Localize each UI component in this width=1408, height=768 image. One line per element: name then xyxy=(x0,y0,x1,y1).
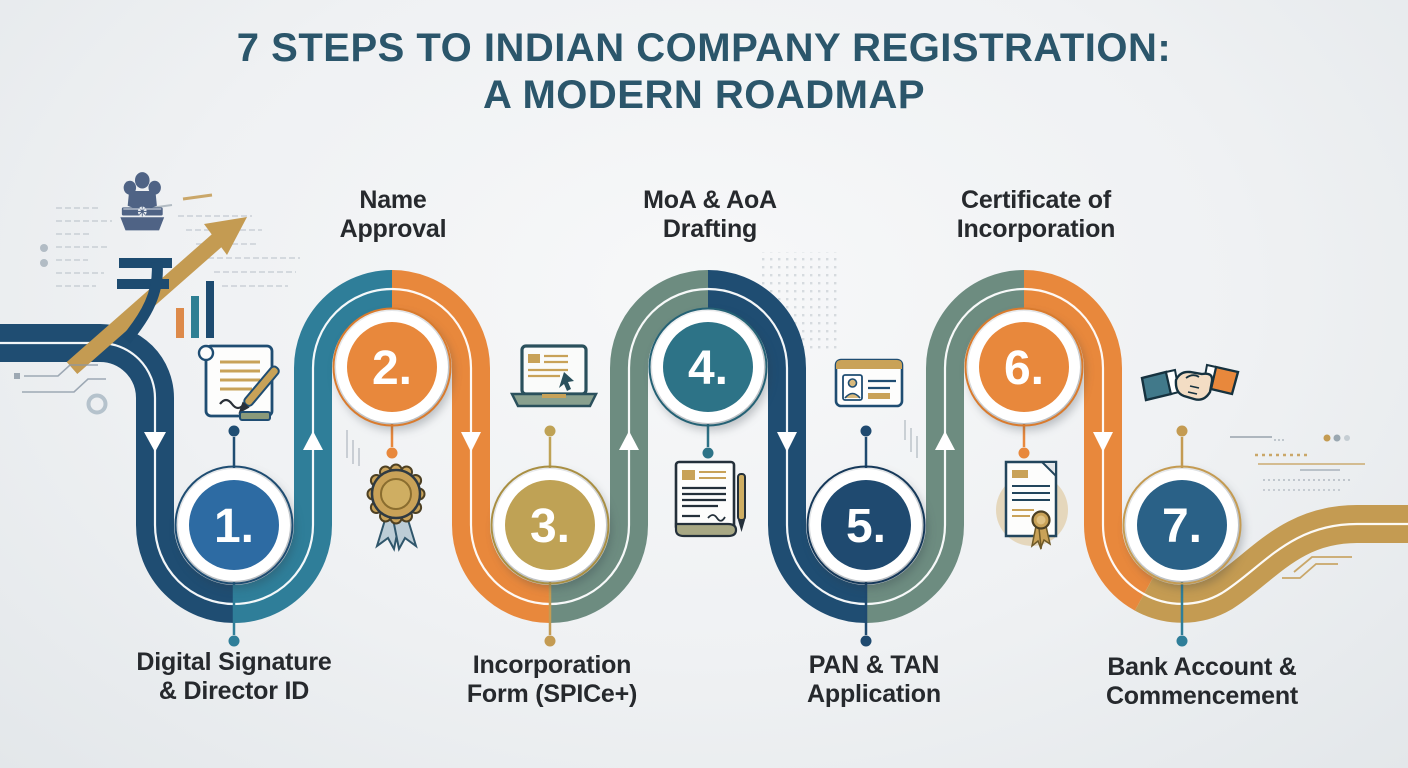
road-arrow-down-icon xyxy=(461,432,481,452)
step-circle-5: 5. xyxy=(806,465,926,585)
step-label-line: Incorporation xyxy=(956,215,1116,243)
road-arrows xyxy=(144,431,1113,452)
gold-dashes xyxy=(149,193,213,209)
step-label-line: Approval xyxy=(339,215,447,243)
road-arrow-up-icon xyxy=(935,431,955,450)
step-label-line: Certificate of xyxy=(960,186,1111,214)
scroll-pen-icon xyxy=(197,344,280,421)
scroll-pen-icon xyxy=(674,460,746,538)
step-label-1: Digital Signature & Director ID xyxy=(84,648,384,706)
step-number: 3. xyxy=(530,500,570,553)
circuit-lines xyxy=(14,364,106,393)
step-number: 1. xyxy=(214,500,254,553)
road-arrow-down-icon xyxy=(1093,432,1113,452)
step-circle-1: 1. xyxy=(174,465,294,585)
road-center-line xyxy=(0,287,1408,606)
laptop-icon xyxy=(509,344,599,408)
rupee-symbol-icon xyxy=(117,258,172,344)
step-label-line: Incorporation xyxy=(472,651,632,679)
certificate-seal-icon xyxy=(996,460,1068,550)
dots xyxy=(1323,434,1350,442)
bar-chart-icon xyxy=(176,281,214,338)
step-label-line: Bank Account & xyxy=(1107,653,1297,681)
dotted-lines xyxy=(1230,436,1365,491)
id-card-icon xyxy=(834,358,904,408)
title-line-1: 7 STEPS TO INDIAN COMPANY REGISTRATION: xyxy=(236,26,1172,70)
title-line-2: A MODERN ROADMAP xyxy=(482,73,926,118)
step-label-line: Commencement xyxy=(1105,682,1299,710)
step-label-line: Drafting xyxy=(662,215,758,243)
page-title: 7 STEPS TO INDIAN COMPANY REGISTRATION: … xyxy=(0,25,1408,119)
step-label-6: Certificate of Incorporation xyxy=(886,186,1186,244)
step-label-line: PAN & TAN xyxy=(808,651,940,679)
step-label-line: & Director ID xyxy=(158,677,310,705)
step-label-3: Incorporation Form (SPICe+) xyxy=(402,651,702,709)
step-circle-3: 3. xyxy=(490,465,610,585)
tick-decor xyxy=(346,420,918,466)
step-number: 6. xyxy=(1004,342,1044,395)
road-arrow-down-icon xyxy=(144,432,166,452)
step-label-line: MoA & AoA xyxy=(643,186,777,214)
step-label-line: Application xyxy=(807,680,941,708)
connectors xyxy=(228,424,1188,647)
road-arrow-up-icon xyxy=(619,431,639,450)
step-label-2: Name Approval xyxy=(273,186,513,244)
road-arrow-down-icon xyxy=(777,432,797,452)
circuit-lines xyxy=(1282,556,1352,579)
step-number: 7. xyxy=(1162,500,1202,553)
step-circle-7: 7. xyxy=(1122,465,1242,585)
step-circle-2: 2. xyxy=(332,307,452,427)
step-label-line: Form (SPICe+) xyxy=(466,680,638,708)
gray-dots xyxy=(40,244,48,267)
step-label-7: Bank Account & Commencement xyxy=(1052,653,1352,711)
handshake-icon xyxy=(1140,363,1240,402)
step-label-4: MoA & AoA Drafting xyxy=(590,186,830,244)
road-arrow-up-icon xyxy=(303,431,323,450)
step-label-line: Digital Signature xyxy=(136,648,332,676)
step-number: 2. xyxy=(372,342,412,395)
step-label-5: PAN & TAN Application xyxy=(724,651,1024,709)
step-number: 5. xyxy=(846,500,886,553)
step-label-line: Name xyxy=(359,186,427,214)
medal-ribbon-icon xyxy=(366,463,426,552)
ashoka-emblem-icon xyxy=(120,172,165,231)
ring-decor xyxy=(86,393,108,415)
step-circle-6: 6. xyxy=(964,307,1084,427)
step-number: 4. xyxy=(688,342,728,395)
step-circle-4: 4. xyxy=(648,307,768,427)
